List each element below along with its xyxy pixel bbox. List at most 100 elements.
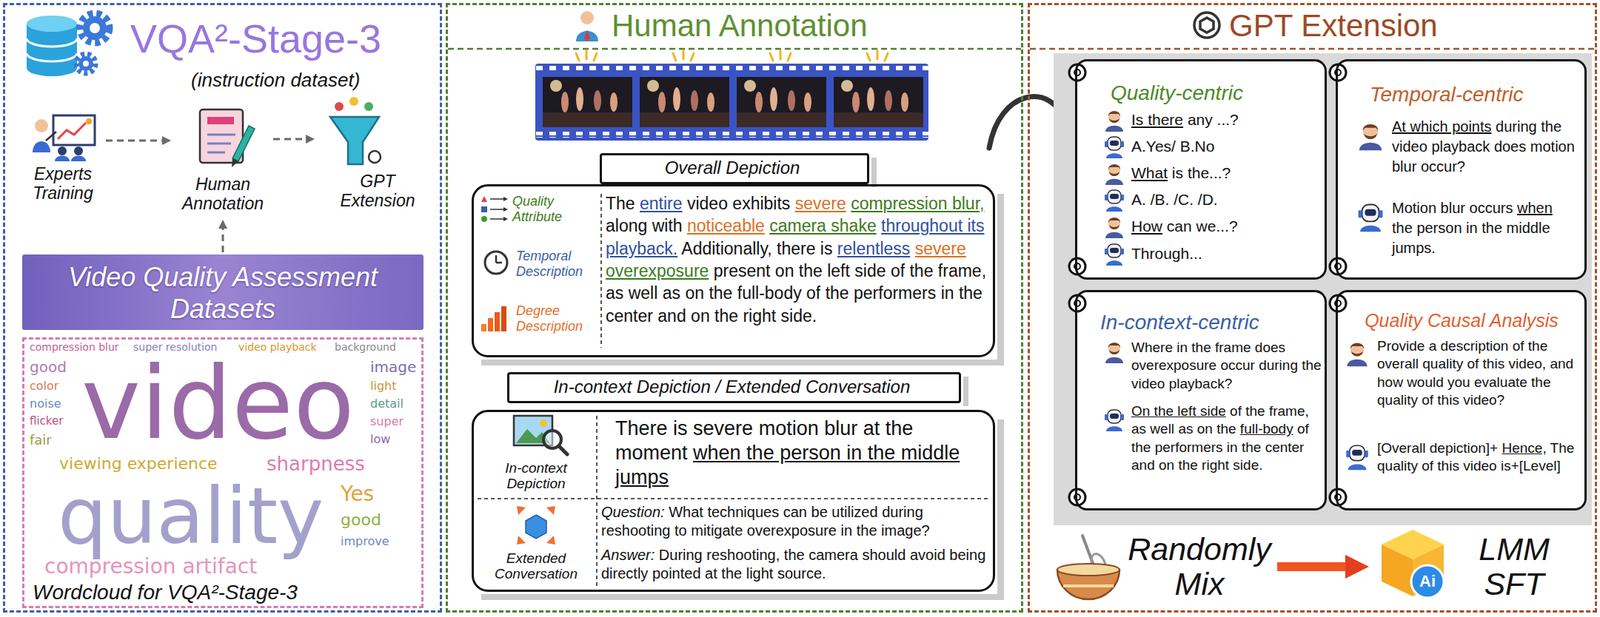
wordcloud-word: sharpness	[266, 454, 366, 474]
scroll-card: Temporal-centricAt which points during t…	[1335, 59, 1587, 280]
content-box: The entire video exhibits severe compres…	[471, 184, 996, 358]
film-strip	[535, 63, 929, 141]
wordcloud-word: compression artifact	[44, 556, 257, 578]
legend-icons	[503, 196, 508, 222]
scroll-curl	[1329, 295, 1347, 312]
highlight: At which points	[1391, 118, 1492, 135]
scroll-curl	[1069, 64, 1347, 506]
database-icon	[26, 38, 78, 62]
experts-icon	[74, 146, 83, 156]
scroll-curl	[1069, 258, 1086, 275]
experts-icon	[57, 122, 86, 140]
highlight: severe	[795, 193, 847, 214]
highlight: full-body	[1240, 421, 1294, 437]
dataset-band: Video Quality Assessment Datasets	[22, 254, 424, 331]
icon-node: GPT Extension	[318, 94, 437, 217]
icon-node: Experts Training	[22, 109, 104, 217]
highlight: What	[1131, 164, 1168, 182]
database-icon	[26, 15, 78, 32]
wordcloud-word: viewing experience	[59, 456, 218, 473]
highlight: Hence,	[1501, 440, 1546, 457]
wordcloud-word: color	[29, 380, 59, 393]
scroll-card-fill	[1075, 59, 1587, 511]
mixing-bowl-icon	[1057, 536, 1120, 600]
highlight: when	[1517, 199, 1553, 217]
sparkles	[770, 50, 791, 61]
text-label: A.Yes/ B.No	[1131, 136, 1317, 157]
connector	[1277, 562, 1346, 572]
scroll-curl	[1069, 295, 1086, 312]
experts-icon	[45, 131, 57, 141]
database-icon	[78, 56, 94, 72]
header-divider	[1029, 48, 1595, 51]
text-label: Human Annotation	[174, 174, 271, 214]
annotation-icon	[207, 116, 234, 125]
gpt-funnel-icon	[330, 96, 381, 165]
text-label: Is there any ...?	[1131, 110, 1317, 130]
cube-icon	[1381, 544, 1413, 597]
chat-avatar	[1358, 205, 1384, 233]
wordcloud-word: video	[81, 353, 355, 454]
column-divider	[600, 193, 602, 348]
legend-text: Quality Attribute	[512, 193, 594, 226]
scroll-card: In-context-centricWhere in the frame doe…	[1075, 290, 1327, 511]
gray-area	[1053, 53, 1592, 526]
legend-icons	[484, 251, 508, 274]
scroll-card-fill	[1075, 290, 1327, 511]
text-label: There is severe motion blur at the momen…	[615, 416, 982, 491]
highlight: severe	[915, 239, 967, 259]
icon-node: LMM SFT	[1371, 528, 1570, 611]
scroll-curl	[1069, 64, 1086, 81]
text-label: Where in the frame does overexposure occ…	[1131, 339, 1323, 394]
film-strip	[542, 77, 633, 128]
box-shadow	[481, 594, 1004, 601]
scroll-curl	[1329, 64, 1347, 81]
text-label: GPT Extension	[329, 171, 426, 212]
badge-text: Ai	[1417, 572, 1438, 592]
connector	[105, 139, 163, 143]
wordcloud-word: quality	[57, 478, 324, 557]
incontext-icon	[513, 416, 568, 455]
annotation-icon	[199, 109, 255, 168]
film-strip	[736, 77, 827, 128]
scroll-curl	[1329, 489, 1347, 506]
chat-avatar	[1105, 111, 1124, 132]
annotation-icon	[231, 158, 239, 168]
legend-icons	[494, 312, 500, 332]
wordcloud-word: background	[334, 342, 397, 353]
extended-icon	[516, 506, 556, 545]
text-label: In-context Depiction	[477, 460, 595, 493]
legend-icons	[496, 255, 502, 263]
experts-icon	[71, 156, 86, 163]
sparkles	[673, 50, 694, 61]
database-icon	[79, 13, 110, 43]
scroll-curl	[1069, 489, 1086, 506]
header-person-icon	[584, 29, 591, 42]
highlight: compression blur,	[850, 193, 984, 214]
highlight: Is there	[1131, 111, 1184, 129]
experts-icon	[54, 156, 70, 163]
experts-icon	[85, 118, 92, 125]
text-label: Question: What techniques can be utilize…	[601, 503, 990, 541]
wordcloud-word: super resolution	[133, 342, 217, 353]
icon-node: Human Annotation	[174, 99, 271, 217]
text-label: [Overall depiction]+ Hence, The quality …	[1377, 439, 1582, 477]
cube-icon	[1411, 565, 1444, 599]
cube-icon	[1381, 530, 1444, 599]
scroll-card-fill	[1335, 290, 1587, 511]
text-label: Extended Conversation	[477, 550, 595, 583]
chat-avatar	[1104, 244, 1124, 266]
wordcloud-word: detail	[370, 398, 404, 411]
wordcloud-word: Yes	[340, 484, 374, 505]
film-strip	[833, 77, 924, 128]
text-label: In-context Depiction / Extended Conversa…	[507, 376, 957, 399]
text-label: Through...	[1131, 244, 1317, 264]
highlight: camera shake	[769, 216, 876, 236]
wordcloud-word: image	[370, 359, 417, 375]
text-label: Wordcloud for VQA²-Stage-3	[32, 580, 418, 606]
text-label: Quality Causal Analysis	[1341, 309, 1582, 333]
text-label: Motion blur occurs when the person in th…	[1391, 198, 1578, 259]
experts-icon	[34, 119, 49, 133]
text-label: GPT Extension	[1229, 7, 1438, 45]
header-divider	[447, 48, 1022, 51]
